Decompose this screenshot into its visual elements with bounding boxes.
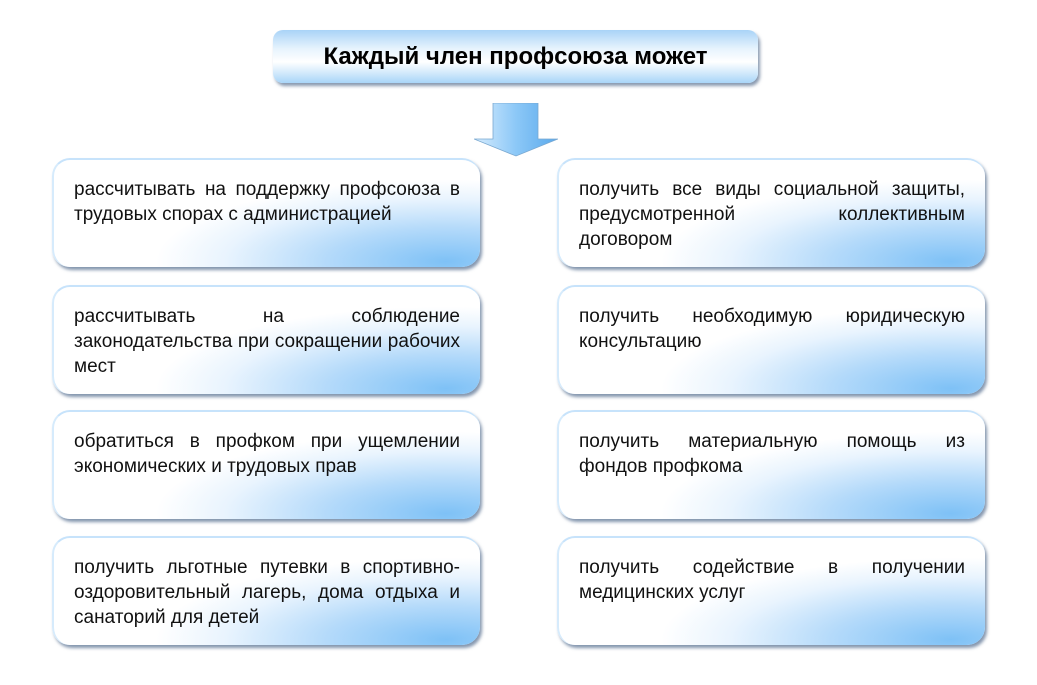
right-item-card: получить необходимую юридическую консуль… bbox=[557, 285, 985, 394]
right-item-card: рассчитывать на соблюдение законодательс… bbox=[52, 285, 480, 394]
right-item-card: получить все виды социальной защиты, пре… bbox=[557, 158, 985, 267]
right-item-card: рассчитывать на поддержку профсоюза в тр… bbox=[52, 158, 480, 267]
right-item-card: получить содействие в получении медицинс… bbox=[557, 536, 985, 645]
diagram-title: Каждый член профсоюза может bbox=[273, 30, 758, 83]
right-item-card: получить материальную помощь из фондов п… bbox=[557, 410, 985, 519]
right-item-card: получить льготные путевки в спортивно-оз… bbox=[52, 536, 480, 645]
down-arrow-icon bbox=[474, 103, 558, 157]
right-item-card: обратиться в профком при ущемлении эконо… bbox=[52, 410, 480, 519]
